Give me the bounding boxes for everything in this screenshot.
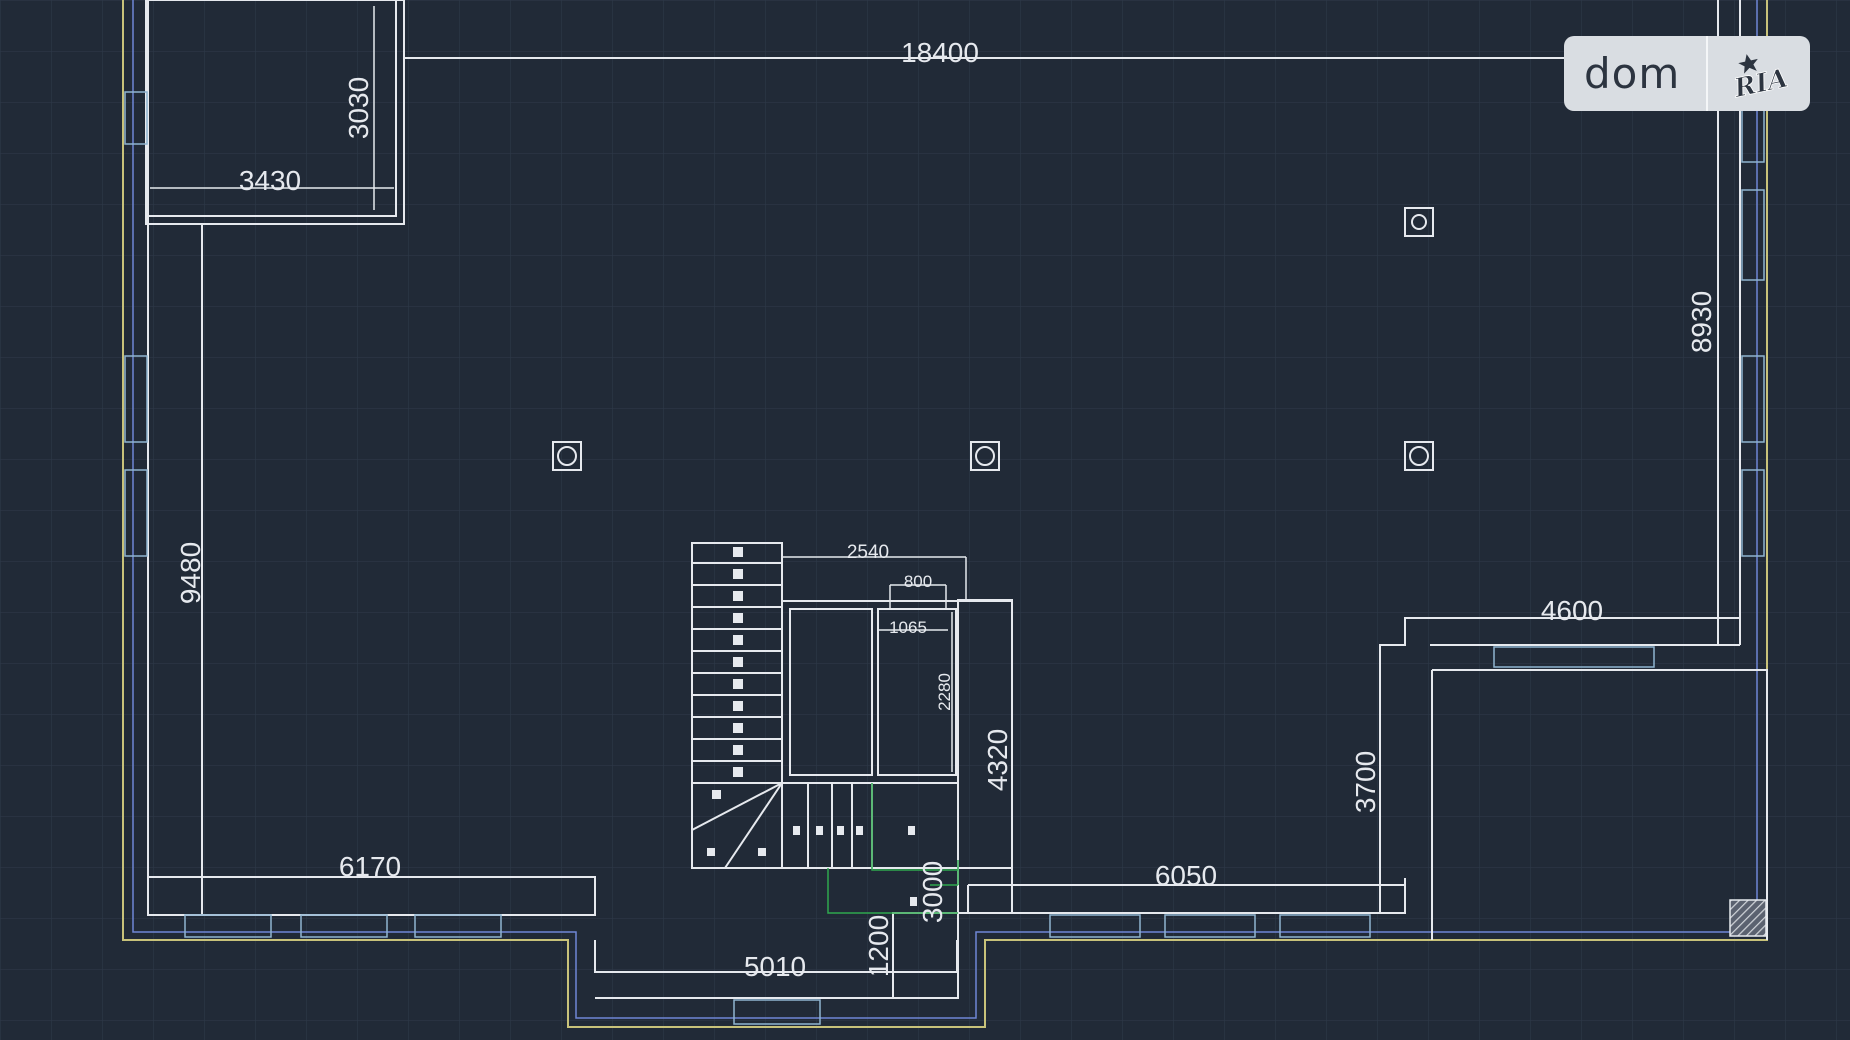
window <box>1741 469 1765 557</box>
window <box>124 355 148 443</box>
walls <box>145 0 1768 999</box>
dim-small-3000: 3000 <box>917 861 948 923</box>
window <box>1741 189 1765 281</box>
dim-box-width: 3430 <box>239 165 301 196</box>
column-icon <box>1404 441 1434 471</box>
dim-top-width: 18400 <box>901 37 979 68</box>
watermark-dom-text: dom <box>1584 49 1681 98</box>
window <box>1279 914 1371 938</box>
dim-bottom-mid-width: 6050 <box>1155 860 1217 891</box>
watermark-separator <box>1706 36 1708 111</box>
dimension-labels: 18400 3030 3430 8930 9480 2540 800 1065 … <box>175 37 1717 982</box>
dim-bottom-left-width: 6170 <box>339 851 401 882</box>
window <box>124 469 148 557</box>
dim-bottom-center-width: 5010 <box>744 951 806 982</box>
column-icon <box>552 441 582 471</box>
watermark-ria-text: RIA <box>1731 63 1791 103</box>
window <box>1049 914 1141 938</box>
dim-stair-width: 2540 <box>847 542 889 563</box>
dim-stair-1065: 1065 <box>889 618 927 637</box>
dimension-lines <box>150 6 967 772</box>
column-icon <box>1404 207 1434 237</box>
stair-core <box>691 542 1013 999</box>
dim-stair-4320: 4320 <box>982 729 1013 791</box>
window <box>1164 914 1256 938</box>
ria-logo-icon: RIA <box>1730 53 1791 104</box>
stair-markers <box>707 547 917 906</box>
star-icon <box>1738 53 1758 74</box>
outer-outline <box>122 0 1768 1028</box>
hatched-shaft <box>1729 899 1767 937</box>
dim-right-height: 8930 <box>1686 291 1717 353</box>
green-lines <box>827 783 959 914</box>
dim-stair-2280: 2280 <box>935 673 954 711</box>
dim-right-notch-height: 3700 <box>1350 751 1381 813</box>
window <box>124 91 148 145</box>
window <box>1741 355 1765 443</box>
dim-right-notch-width: 4600 <box>1541 595 1603 626</box>
window <box>184 914 272 938</box>
dim-left-height: 9480 <box>175 542 206 604</box>
column-icon <box>970 441 1000 471</box>
columns <box>552 207 1434 471</box>
dim-stair-800: 800 <box>904 572 932 591</box>
window <box>300 914 388 938</box>
window <box>733 999 821 1025</box>
dim-box-height: 3030 <box>343 77 374 139</box>
domria-watermark: dom RIA <box>1564 36 1810 111</box>
dim-small-1200: 1200 <box>863 915 894 977</box>
window <box>414 914 502 938</box>
watermark-ria-logo: RIA <box>1708 44 1810 104</box>
window <box>1493 646 1655 668</box>
windows <box>124 61 1765 1025</box>
